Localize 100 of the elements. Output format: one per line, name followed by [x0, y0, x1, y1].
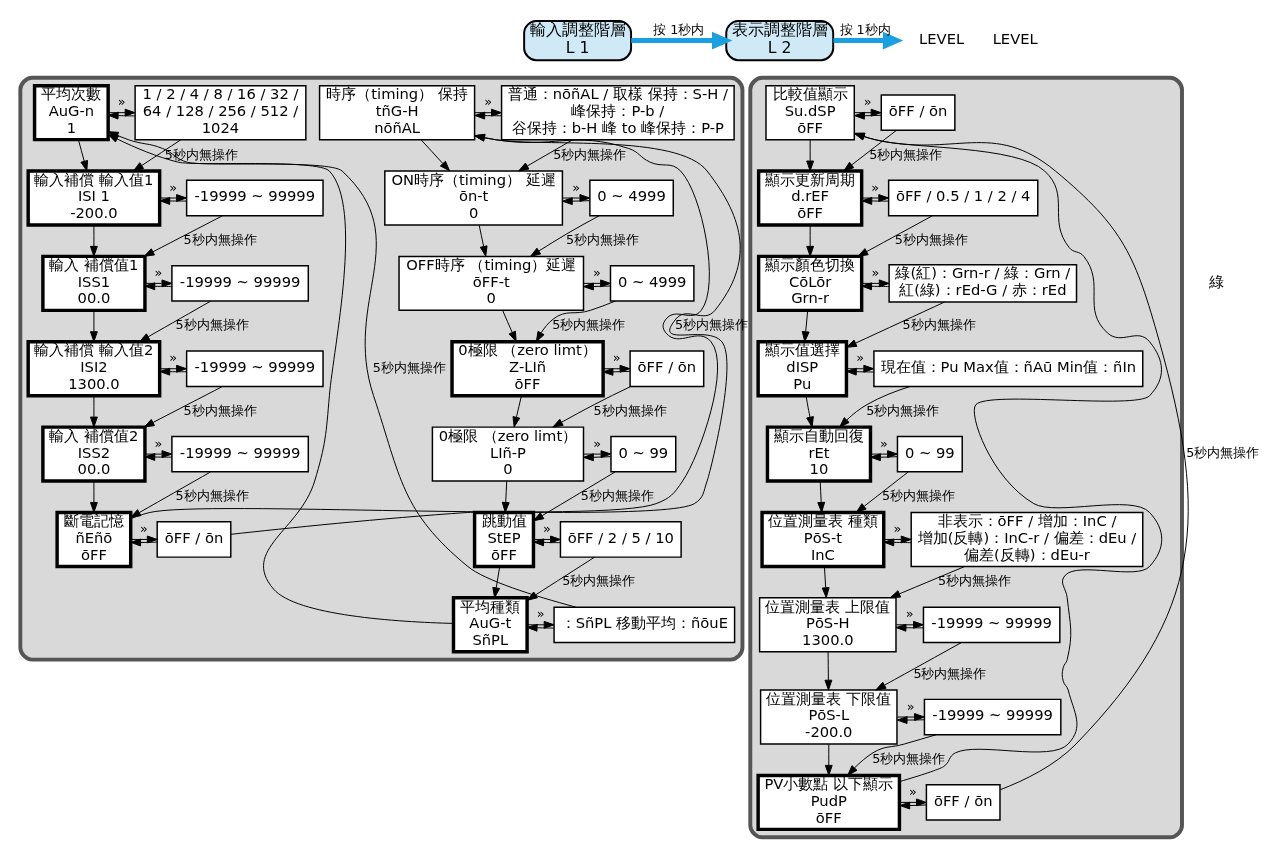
- arrow: [870, 450, 898, 458]
- arrow: [896, 713, 925, 721]
- arrow: [806, 139, 815, 172]
- node-box: PV小數點 以下顯示 PudP ōFF: [756, 773, 902, 832]
- edge-label: »: [906, 698, 915, 714]
- node-box: 位置測量表 上限值 PōS-H 1300.0: [758, 597, 897, 653]
- edge-label: 5秒内無操作: [175, 488, 249, 504]
- node-box: 1 / 2 / 4 / 8 / 16 / 32 / 64 / 128 / 256 / 512 / 1024: [134, 84, 307, 141]
- arrow: [139, 300, 211, 343]
- node-box: 顯示顏色切換 CōLōr Grn-r: [756, 254, 864, 313]
- node-box: 0極限 （zero limt） LIñ-P 0: [431, 426, 585, 482]
- label: LEVEL: [919, 29, 965, 47]
- arrow: [420, 139, 451, 172]
- edge-label: »: [169, 350, 178, 366]
- arrow: [631, 31, 733, 50]
- arrow: [896, 716, 925, 724]
- arrow: [583, 453, 612, 462]
- arrow: [90, 395, 98, 428]
- node-box: 0 ~ 4999: [609, 265, 695, 302]
- edge-label: 5秒内無操作: [552, 317, 626, 333]
- node-box: ōFF / ōn: [156, 521, 232, 558]
- node-box: 斷電記憶 ñEñō ōFF: [55, 510, 133, 569]
- arrow: [144, 453, 173, 461]
- arrow: [855, 471, 909, 513]
- node-box: 輸入補償 輸入值1 ISI 1 -200.0: [26, 169, 162, 227]
- arrow: [805, 395, 814, 428]
- node-box: 0 ~ 99: [896, 435, 963, 473]
- node-box: 輸入 補償值1 ISS1 00.0: [41, 254, 147, 313]
- edge-label: »: [154, 264, 163, 280]
- edge-label: 5秒内無操作: [937, 573, 1012, 589]
- node-box: 位置測量表 下限值 PōS-L -200.0: [759, 689, 898, 745]
- node-box: 輸入調整階層 L 1: [523, 19, 633, 62]
- arrow: [533, 471, 616, 522]
- cluster: [748, 75, 1184, 840]
- edge-label: »: [484, 94, 492, 110]
- arrow: [78, 139, 89, 172]
- label: 綠: [1208, 272, 1224, 290]
- edge-label: »: [154, 435, 163, 451]
- arrow: [530, 215, 600, 257]
- edge-label: 5秒内無操作: [566, 232, 640, 248]
- arrow: [130, 471, 211, 518]
- node-box: 顯示值選擇 dISP Pu: [756, 340, 849, 398]
- node-box: 輸入補償 輸入值2 ISI2 1300.0: [26, 340, 162, 398]
- edge-label: 5秒内無操作: [902, 317, 976, 333]
- edge-label: 5秒内無操作: [866, 402, 940, 418]
- edge-label: »: [117, 94, 126, 110]
- node-box: ：SñPL 移動平均：ñōuE: [553, 606, 736, 644]
- node-box: 綠(紅)：Grn-r / 綠：Grn / 紅(綠)：rEd-G / 赤：rEd: [888, 264, 1078, 303]
- arrow: [143, 386, 223, 428]
- node-box: 非表示：ōFF / 增加：InC / 增加(反轉)：InC-r / 偏差：dEu / 偏差(反轉)：dEu-r: [910, 511, 1144, 568]
- node-box: -19999 ~ 99999: [923, 698, 1062, 736]
- node-box: -19999 ~ 99999: [171, 265, 310, 302]
- arrow: [562, 194, 591, 202]
- edge-label: 5秒内無操作: [553, 146, 627, 162]
- arrow: [833, 31, 904, 50]
- arrow: [817, 480, 826, 513]
- node-box: -19999 ~ 99999: [922, 606, 1061, 644]
- node-box: -19999 ~ 99999: [185, 179, 324, 217]
- node-box: 比較值顯示 Su.dSP ōFF: [765, 84, 856, 141]
- node-box: 0 ~ 4999: [589, 179, 674, 217]
- arrow: [526, 556, 595, 601]
- edge-label: 5秒内無操作: [872, 751, 946, 767]
- edge-label: »: [612, 350, 621, 366]
- edge-label: »: [572, 179, 581, 195]
- arrow: [90, 224, 98, 257]
- arrow: [870, 453, 898, 462]
- node-box: ōFF / ōn: [925, 784, 1001, 821]
- edge-label: 5秒内無操作: [913, 665, 987, 681]
- edge-label: 5秒内無操作: [183, 402, 257, 418]
- edge-label: »: [863, 94, 872, 110]
- node-box: 表示調整階層 L 2: [725, 19, 835, 62]
- edge-label: 5秒内無操作: [183, 232, 257, 248]
- arrow: [857, 215, 933, 257]
- node-box: ōFF / 0.5 / 1 / 2 / 4: [887, 179, 1039, 217]
- node-box: 顯示自動回復 rEt 10: [765, 425, 873, 483]
- node-box: 平均種類 AuG-t SñPL: [451, 596, 529, 654]
- arrow: [518, 139, 574, 172]
- node-box: 0極限 （zero limt） Z-LIñ ōFF: [450, 340, 605, 398]
- edge-label: »: [536, 606, 545, 622]
- edge-label: 5秒内無操作: [869, 146, 943, 162]
- arrow: [144, 450, 173, 458]
- arrow: [502, 310, 517, 343]
- arrow: [130, 133, 719, 520]
- edge-label: 5秒内無操作: [562, 573, 636, 589]
- arrow: [90, 310, 98, 343]
- node-box: 平均次數 AuG-n 1: [32, 83, 110, 142]
- arrow: [552, 385, 632, 428]
- node-box: 跳動值 StEP ōFF: [472, 510, 536, 569]
- arrow: [846, 301, 946, 348]
- arrow: [843, 130, 897, 172]
- arrow: [90, 480, 98, 513]
- arrow: [839, 385, 911, 428]
- arrow: [861, 197, 889, 205]
- label: LEVEL: [992, 29, 1038, 47]
- node-box: 位置測量表 種類 PōS-t InC: [760, 510, 886, 569]
- edge-label: 5秒内無操作: [593, 402, 667, 418]
- edge-label: »: [543, 520, 551, 536]
- edge-label: »: [871, 179, 880, 195]
- edge-label: 5秒内無操作: [894, 232, 968, 248]
- edge-label: 按 1秒内: [839, 22, 891, 38]
